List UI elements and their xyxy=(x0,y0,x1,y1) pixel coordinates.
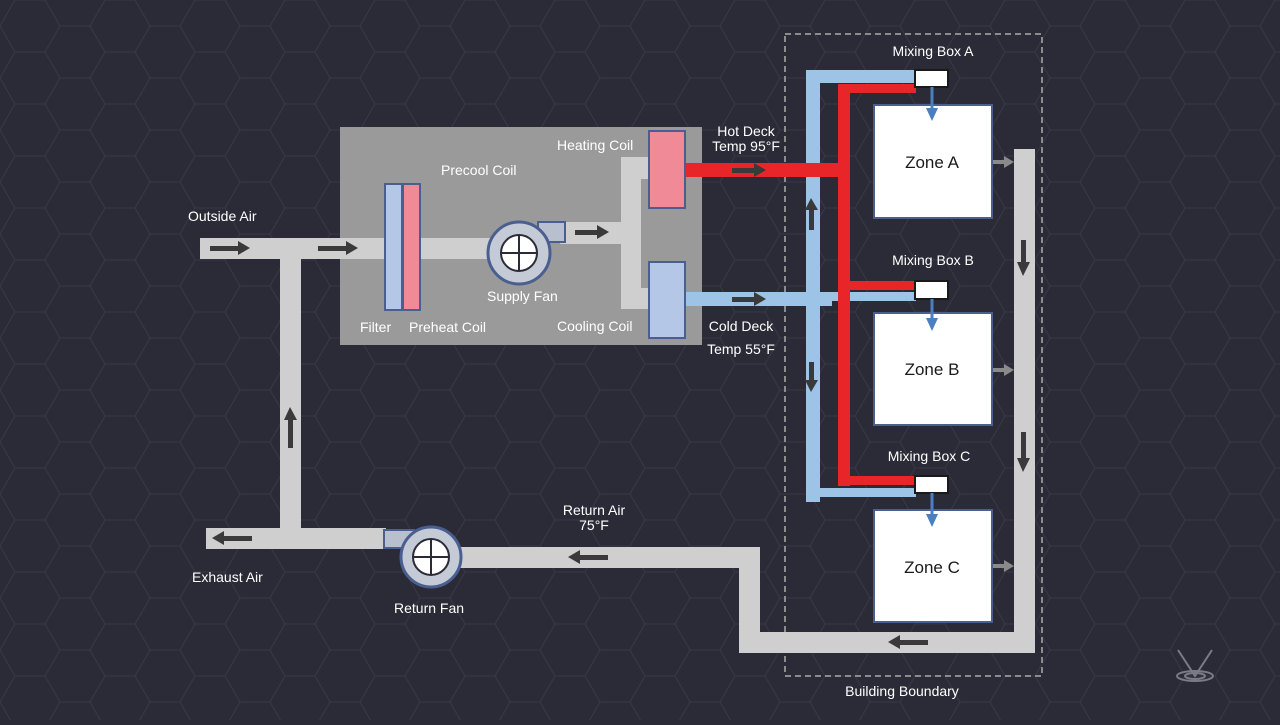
zone-a xyxy=(873,104,993,219)
label-zone-b: Zone B xyxy=(905,360,960,379)
label-return-air-1: Return Air xyxy=(563,502,626,518)
arrow-return-riser-head xyxy=(284,407,297,420)
arrow-cold-deck-head xyxy=(754,292,766,306)
mixing-box-c xyxy=(914,475,949,494)
hot-deck-riser xyxy=(838,84,850,486)
arrow-return-bottom-head xyxy=(888,635,900,649)
arrow-exhaust-head xyxy=(212,531,224,545)
arrow-plenum-down-2-shaft xyxy=(1021,432,1026,460)
arrow-plenum-down-2-head xyxy=(1017,458,1030,472)
filter xyxy=(384,183,403,311)
arrow-hot-deck-head xyxy=(754,163,766,177)
cooling-coil xyxy=(648,261,686,339)
arrow-mixed-air-head xyxy=(346,241,358,255)
hot-deck-ducts xyxy=(686,84,916,486)
hot-deck-branch xyxy=(621,157,651,179)
arrow-fan-discharge-shaft xyxy=(575,230,599,235)
label-hot-deck-2: Temp 95°F xyxy=(712,138,780,154)
arrow-riser-down-shaft xyxy=(809,362,814,382)
arrow-return-riser-shaft xyxy=(288,418,293,448)
return-arrow-zone-a-shaft xyxy=(993,160,1005,164)
label-heating-coil: Heating Coil xyxy=(557,137,633,153)
internal-ducts xyxy=(340,157,651,309)
arrow-riser-down-head xyxy=(805,380,818,392)
flow-arrows xyxy=(210,163,1030,649)
hot-branch-a xyxy=(838,84,916,93)
zone-b xyxy=(873,312,993,426)
label-mixing-box-c: Mixing Box C xyxy=(888,448,970,464)
deck-splitter-duct xyxy=(621,157,641,309)
hot-deck-main xyxy=(686,163,850,177)
label-supply-fan: Supply Fan xyxy=(487,288,558,304)
label-zone-c: Zone C xyxy=(904,558,960,577)
label-precool-coil: Precool Coil xyxy=(441,162,516,178)
label-mixing-box-a: Mixing Box A xyxy=(893,43,975,59)
arrow-return-air-shaft xyxy=(578,555,608,560)
brand-logo xyxy=(1176,649,1214,682)
exhaust-duct xyxy=(206,528,386,549)
cold-branch-a xyxy=(806,70,916,83)
return-plenum-vertical xyxy=(1014,149,1035,653)
label-cold-deck-1: Cold Deck xyxy=(709,318,775,334)
label-return-air-2: 75°F xyxy=(579,517,609,533)
return-arrow-zone-b-shaft xyxy=(993,368,1005,372)
hot-branch-c xyxy=(850,476,916,485)
return-arrow-zone-b xyxy=(1004,364,1014,376)
label-exhaust-air: Exhaust Air xyxy=(192,569,263,585)
arrow-plenum-down-1-shaft xyxy=(1021,240,1026,264)
label-mixing-box-b: Mixing Box B xyxy=(892,252,974,268)
cold-deck-ducts xyxy=(686,70,916,502)
label-outside-air: Outside Air xyxy=(188,208,257,224)
label-cold-deck-2: Temp 55°F xyxy=(707,341,775,357)
cold-deck-riser xyxy=(806,70,820,502)
preheat-coil xyxy=(402,183,421,311)
mixing-box-a xyxy=(914,69,949,88)
hot-branch-b xyxy=(850,281,916,290)
return-arrow-zone-a xyxy=(1004,156,1014,168)
mixing-box-b xyxy=(914,280,949,300)
label-cooling-coil: Cooling Coil xyxy=(557,318,632,334)
supply-arrow-zone-b-head xyxy=(926,318,938,331)
zone-c xyxy=(873,509,993,623)
return-duct-bottom xyxy=(739,632,1035,653)
arrow-plenum-down-1-head xyxy=(1017,262,1030,276)
return-fan xyxy=(383,525,463,589)
heating-coil xyxy=(648,130,686,209)
arrow-return-bottom-shaft xyxy=(898,640,928,645)
arrow-cold-deck-shaft xyxy=(732,297,756,302)
cold-branch-b xyxy=(820,292,916,301)
arrow-return-air-head xyxy=(568,550,580,564)
zone-return-arrows xyxy=(993,156,1014,572)
supply-fan xyxy=(486,220,566,286)
return-arrow-zone-c xyxy=(1004,560,1014,572)
arrow-outside-air-head xyxy=(238,241,250,255)
arrow-riser-up-head xyxy=(805,198,818,210)
cold-deck-branch xyxy=(621,288,651,309)
cold-branch-c xyxy=(820,488,916,497)
return-riser-duct xyxy=(280,259,301,549)
label-filter: Filter xyxy=(360,319,391,335)
return-duct-drop xyxy=(739,547,760,653)
supply-arrow-zone-c-head xyxy=(926,514,938,527)
zone-supply-arrows xyxy=(926,87,938,527)
arrow-riser-up-shaft xyxy=(809,208,814,230)
label-return-fan: Return Fan xyxy=(394,600,464,616)
label-hot-deck-1: Hot Deck xyxy=(717,123,776,139)
duct-network xyxy=(200,149,1035,653)
label-zone-a: Zone A xyxy=(905,153,960,172)
arrow-hot-deck-shaft xyxy=(732,168,756,173)
label-preheat-coil: Preheat Coil xyxy=(409,319,486,335)
return-arrow-zone-c-shaft xyxy=(993,564,1005,568)
supply-arrow-zone-a-head xyxy=(926,108,938,121)
arrow-mixed-air-shaft xyxy=(318,246,348,251)
arrow-fan-discharge-head xyxy=(597,225,609,239)
arrow-exhaust-shaft xyxy=(222,536,252,541)
label-building-boundary: Building Boundary xyxy=(845,683,959,699)
outside-air-duct xyxy=(200,238,345,259)
arrow-outside-air-shaft xyxy=(210,246,240,251)
